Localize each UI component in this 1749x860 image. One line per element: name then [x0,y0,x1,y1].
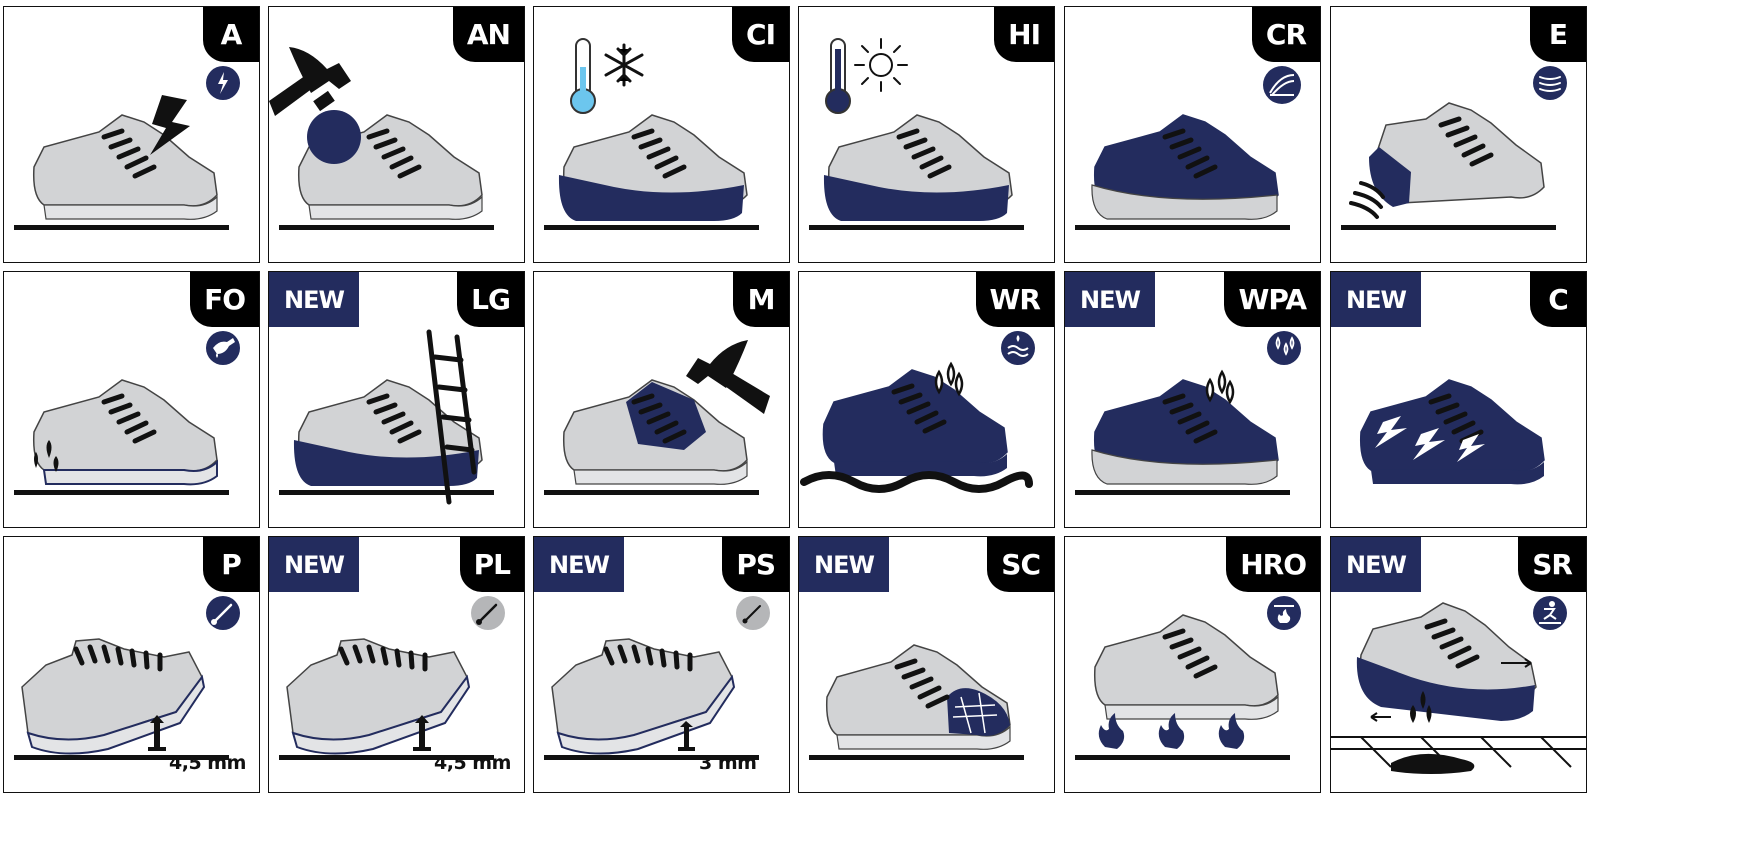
shoe-illustration [279,110,494,230]
property-code: CR [1251,7,1320,62]
property-code: SC [987,537,1054,592]
property-code: LG [457,272,524,327]
tile-hro: HRO [1064,536,1321,793]
shoe-illustration [1075,614,1290,760]
property-code: SR [1518,537,1586,592]
tile-p: 4,5 mm P [3,536,260,793]
property-code: WPA [1224,272,1320,327]
shoe-illustration [1075,114,1290,230]
shoe-illustration [14,114,229,230]
property-code: FO [190,272,259,327]
shoe-illustration [14,638,229,760]
tile-c: NEW C [1330,271,1587,528]
property-code: CI [732,7,789,62]
fire-icon [1267,596,1301,630]
new-badge: NEW [269,537,359,592]
tile-lg: NEW LG [268,271,525,528]
tile-sr: NEW SR [1330,536,1587,793]
penetration-measure: 3 mm [699,752,757,774]
new-badge: NEW [1331,537,1421,592]
tile-hi: HI [798,6,1055,263]
nail-icon [736,596,770,630]
shoe-illustration [800,361,1033,493]
tile-an: AN [268,6,525,263]
new-badge: NEW [799,537,889,592]
shoe-illustration [544,379,759,495]
new-badge: NEW [1065,272,1155,327]
shoe-illustration [279,638,494,760]
hammer-icon [269,47,351,116]
oil-resistant-icon [206,331,240,365]
tile-a: A [3,6,260,263]
shoe-illustration [544,114,759,230]
shoe-illustration [1331,602,1586,774]
slip-resistant-icon [1533,596,1567,630]
shoe-illustration [1075,369,1290,495]
penetration-measure: 4,5 mm [434,752,511,774]
energy-absorption-icon [1533,66,1567,100]
property-code: E [1530,7,1586,62]
tile-m: M [533,271,790,528]
water-penetration-icon [1267,331,1301,365]
shoe-illustration [1359,379,1545,485]
tile-e: E [1330,6,1587,263]
tile-sc: NEW SC [798,536,1055,793]
tile-fo: FO [3,271,260,528]
property-code: P [203,537,259,592]
property-code: HRO [1226,537,1320,592]
penetration-measure: 4,5 mm [169,752,246,774]
tile-cr: CR [1064,6,1321,263]
new-badge: NEW [1331,272,1421,327]
thermometer-hot-icon [825,38,851,114]
nail-icon [471,596,505,630]
cut-resistant-icon [1263,66,1301,104]
metatarsal-hammer-icon [686,340,770,414]
new-badge: NEW [269,272,359,327]
tile-wr: WR [798,271,1055,528]
sun-icon [854,38,908,92]
electrical-badge-icon [206,66,240,100]
property-code: HI [994,7,1054,62]
water-resistant-icon [1001,331,1035,365]
tile-wpa: NEW WPA [1064,271,1321,528]
property-code: M [733,272,789,327]
shoe-illustration [14,379,229,495]
tile-ci: CI [533,6,790,263]
property-code: PL [459,537,524,592]
shoe-illustration [809,644,1024,760]
shoe-illustration [809,114,1024,230]
shoe-illustration [279,329,494,505]
shoe-illustration [544,638,759,760]
nail-icon [206,596,240,630]
tile-pl: NEW 4,5 mm PL [268,536,525,793]
tile-ps: NEW 3 mm PS [533,536,790,793]
thermometer-cold-icon [570,38,596,114]
new-badge: NEW [534,537,624,592]
property-code: AN [452,7,524,62]
snowflake-icon [604,43,644,87]
property-code: WR [975,272,1054,327]
shoe-illustration [1341,102,1556,230]
property-code: A [203,7,259,62]
property-code: C [1530,272,1586,327]
lightning-icon [150,95,190,155]
property-code: PS [722,537,789,592]
